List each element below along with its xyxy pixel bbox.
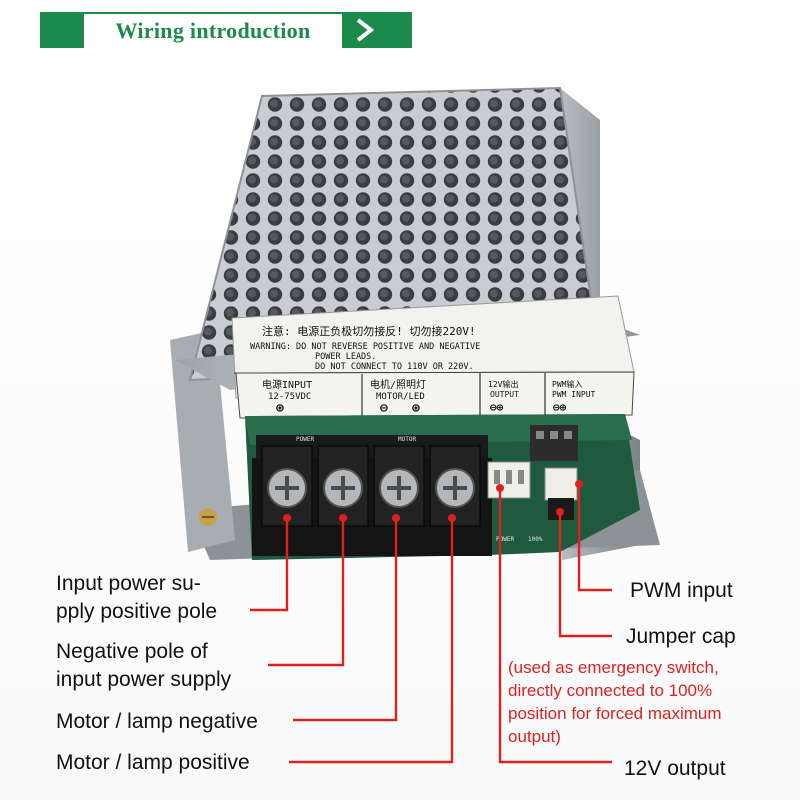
pcb-label: POWER: [496, 536, 514, 543]
pcb-label: POWER: [296, 436, 314, 443]
warning-line-3: DO NOT CONNECT TO 110V OR 220V.: [315, 362, 474, 372]
terminal-4-cn: PWM输入: [552, 379, 582, 389]
jumper-note-line2: directly connected to 100%: [508, 681, 713, 700]
terminal-3-en: OUTPUT: [490, 390, 519, 399]
warning-line-2: POWER LEADS.: [315, 352, 376, 362]
svg-text:⊖⊕: ⊖⊕: [553, 401, 567, 414]
pwm-input-connector: [544, 467, 578, 501]
terminal-1-cn: 电源INPUT: [262, 378, 312, 391]
chevron-right-icon: [356, 18, 375, 42]
svg-text:⊖⊕: ⊖⊕: [490, 401, 504, 414]
warning-line-1: WARNING: DO NOT REVERSE POSITIVE AND NEG…: [250, 342, 480, 352]
label-positive-supply-line2: pply positive pole: [56, 600, 218, 623]
jumper-note-line3: position for forced maximum: [508, 704, 722, 723]
terminal-3-cn: 12V输出: [488, 379, 518, 389]
pcb-label: 100%: [528, 536, 543, 543]
warning-cn-text: 注意: 电源正负极切勿接反! 切勿接220V!: [262, 324, 476, 338]
label-jumper-cap: Jumper cap: [626, 625, 736, 648]
label-motor-negative: Motor / lamp negative: [56, 710, 258, 733]
terminal-screw-icon: [435, 468, 475, 508]
terminal-2-en: MOTOR/LED: [376, 392, 425, 402]
jumper-note-line1: (used as emergency switch,: [508, 658, 719, 677]
terminal-screw-icon: [379, 468, 419, 508]
terminal-2-cn: 电机/照明灯: [370, 378, 426, 391]
terminal-screw-icon: [323, 468, 363, 508]
terminal-block: [252, 435, 492, 556]
svg-text:⊕: ⊕: [412, 401, 420, 416]
label-12v-output: 12V output: [624, 757, 726, 780]
pcb-label: MOTOR: [398, 436, 416, 443]
terminal-4-en: PWM INPUT: [552, 390, 596, 399]
svg-text:⊖: ⊖: [380, 401, 388, 416]
terminal-screw-icon: [267, 468, 307, 508]
jumper-note-line4: output): [508, 727, 561, 746]
page-title: Wiring introduction: [84, 14, 342, 48]
label-negative-supply-line1: Negative pole of: [56, 640, 208, 663]
leader-lines: [250, 484, 612, 764]
svg-text:⊕: ⊕: [276, 401, 284, 416]
label-negative-supply-line2: input power supply: [56, 668, 232, 691]
label-motor-positive: Motor / lamp positive: [56, 751, 250, 774]
terminal-1-en: 12-75VDC: [268, 392, 311, 402]
label-positive-supply-line1: Input power su-: [56, 572, 201, 595]
label-pwm-input: PWM input: [630, 579, 733, 602]
